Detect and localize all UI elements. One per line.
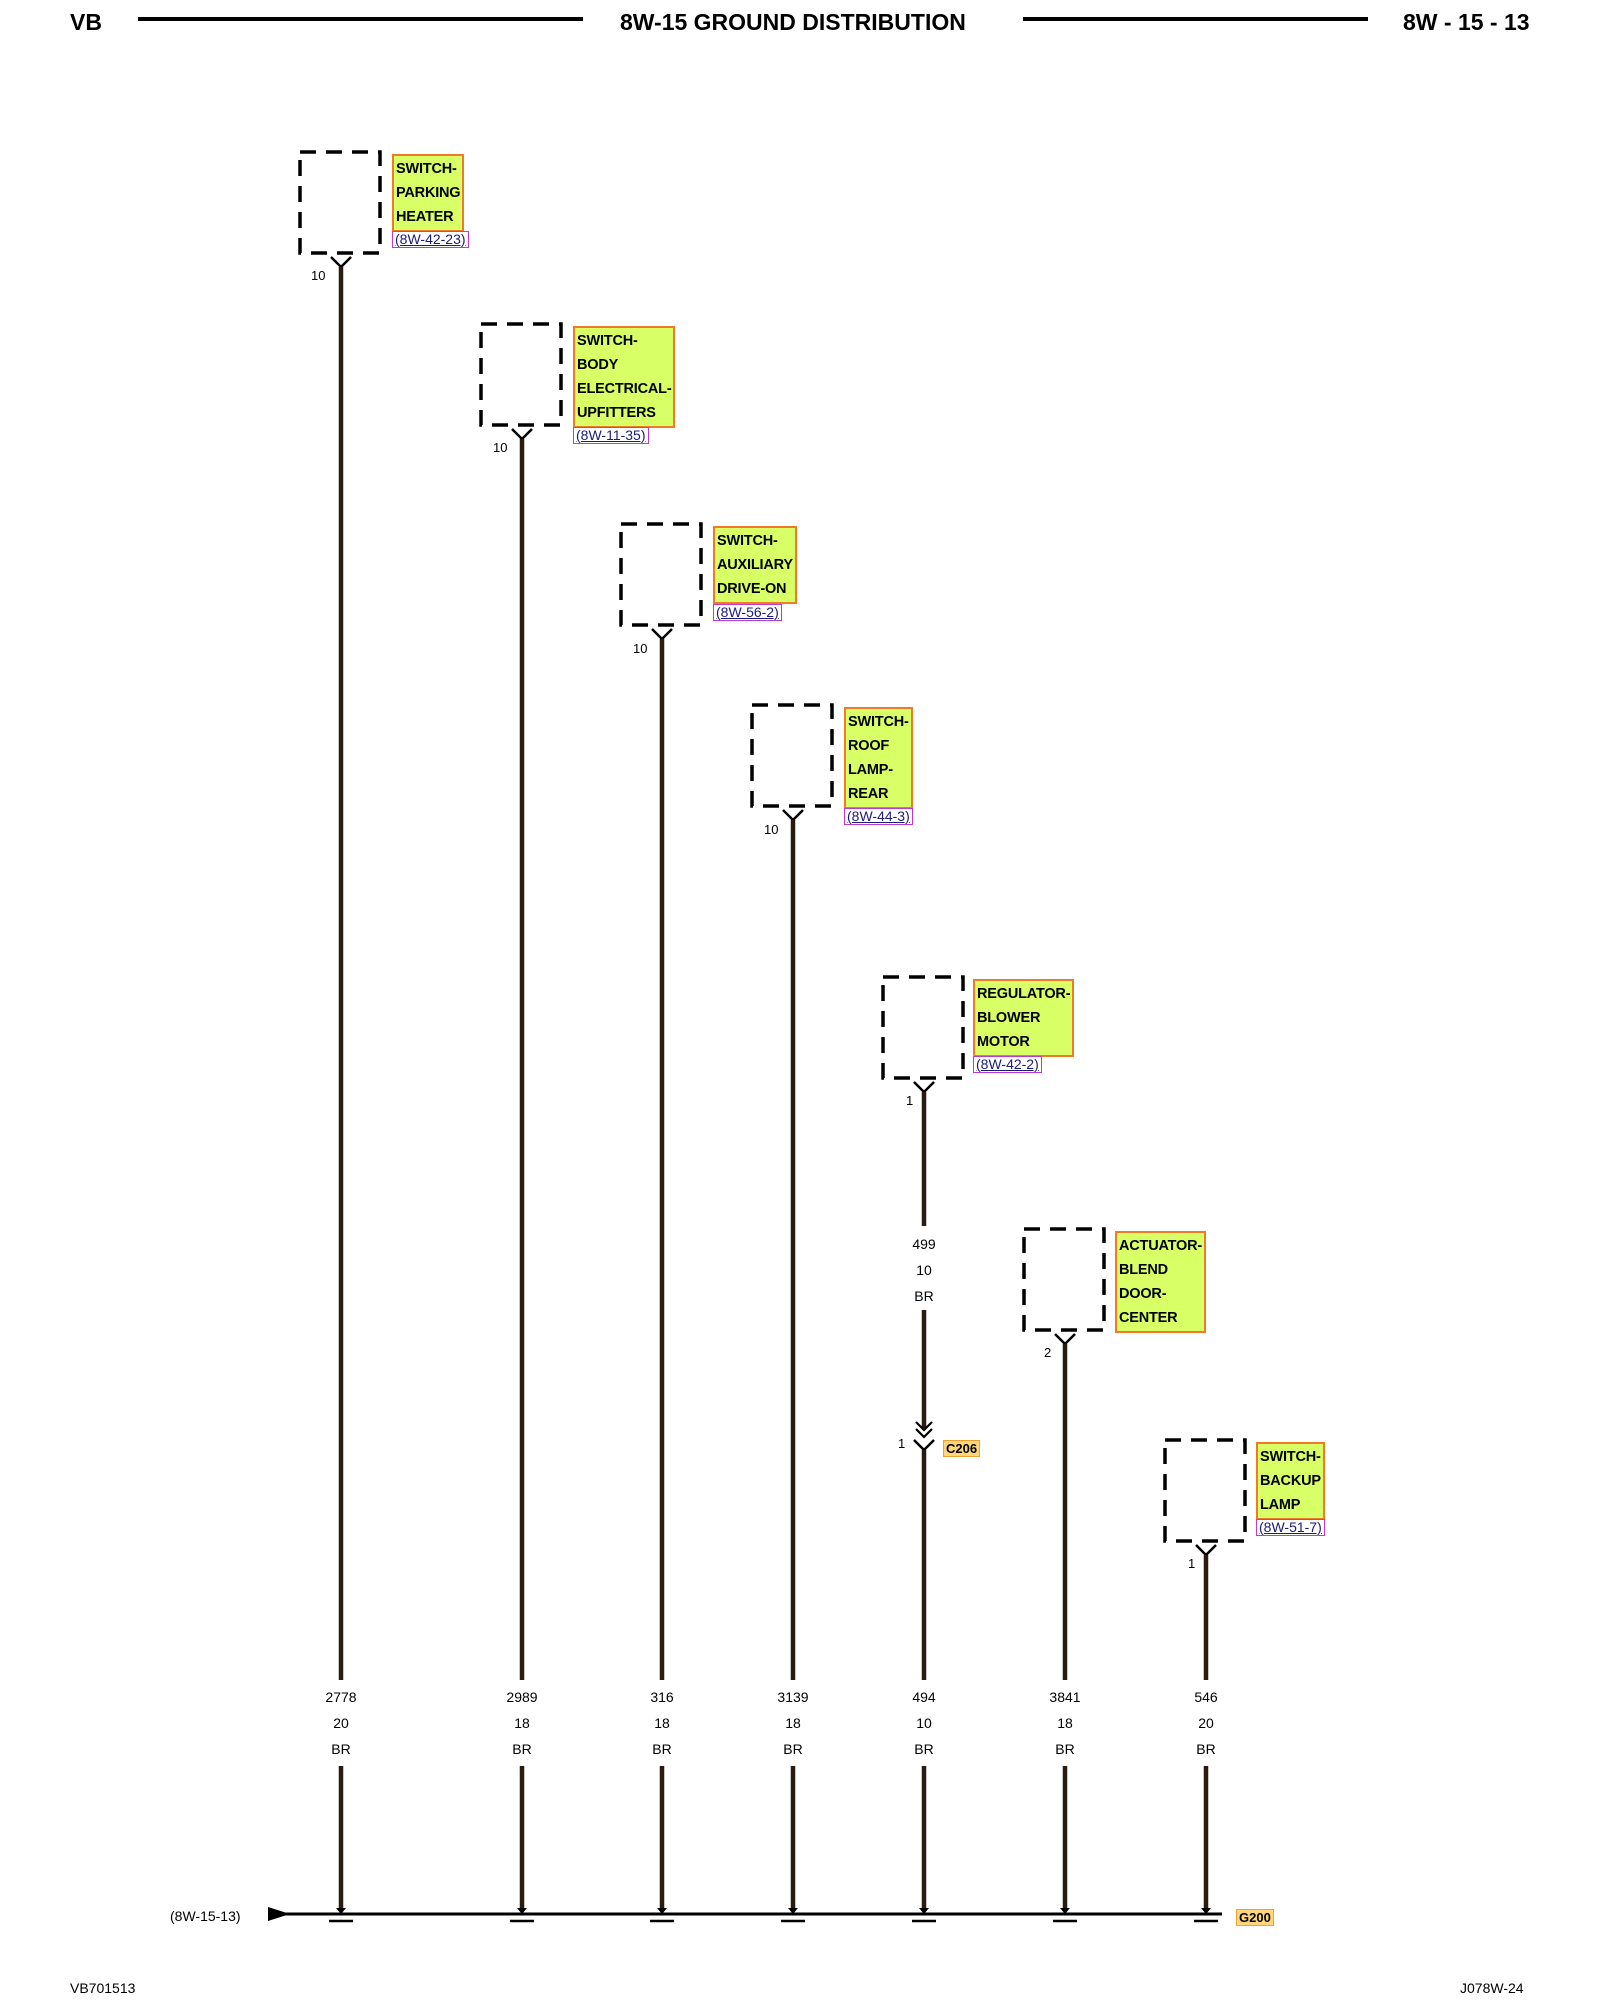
reference-link-blower-motor-regulator[interactable]: (8W-42-2): [973, 1056, 1042, 1073]
inline-connector-c206[interactable]: C206: [943, 1440, 981, 1457]
component-box: [619, 522, 703, 627]
terminal-symbol: [782, 809, 804, 822]
component-box: [1163, 1438, 1247, 1543]
bus-reference-link[interactable]: (8W-15-13): [170, 1908, 241, 1924]
page-title: 8W-15 GROUND DISTRIBUTION: [620, 9, 966, 35]
bus-arrow: [268, 1907, 290, 1921]
splice-marker: [1201, 1908, 1211, 1914]
component-box: [750, 703, 834, 808]
footer-right: J078W-24: [1460, 1980, 1524, 1996]
splice-marker: [517, 1908, 527, 1914]
component-box: [1022, 1227, 1106, 1332]
inline-connector-male-symbol: [915, 1421, 933, 1439]
pin-number: 10: [311, 268, 326, 283]
header-rule-right: [1023, 17, 1368, 21]
pin-number: 10: [764, 822, 779, 837]
splice-marker: [336, 1908, 346, 1914]
inline-connector-female-symbol: [913, 1439, 935, 1452]
splice-marker: [919, 1908, 929, 1914]
reference-link-parking-heater-switch[interactable]: (8W-42-23): [392, 231, 469, 248]
terminal-symbol: [1054, 1333, 1076, 1346]
reference-link-auxiliary-drive-on-switch[interactable]: (8W-56-2): [713, 604, 782, 621]
component-box: [298, 150, 382, 255]
terminal-symbol: [1195, 1544, 1217, 1557]
terminal-symbol: [913, 1081, 935, 1094]
terminal-symbol: [511, 428, 533, 441]
component-box: [479, 322, 563, 427]
reference-link-body-electrical-upfitters-switch[interactable]: (8W-11-35): [573, 427, 649, 444]
component-box: [881, 975, 965, 1080]
terminal-symbol: [330, 256, 352, 269]
pin-number: 10: [493, 440, 508, 455]
reference-link-backup-lamp-switch[interactable]: (8W-51-7): [1256, 1519, 1325, 1536]
footer-left: VB701513: [70, 1980, 136, 1996]
inline-connector-pin: 1: [898, 1436, 906, 1451]
page-number: 8W - 15 - 13: [1403, 9, 1530, 35]
pin-number: 1: [906, 1093, 914, 1108]
pin-number: 1: [1188, 1556, 1196, 1571]
ground-g200[interactable]: G200: [1236, 1909, 1274, 1926]
splice-marker: [1060, 1908, 1070, 1914]
reference-link-rear-roof-lamp-switch[interactable]: (8W-44-3): [844, 808, 913, 825]
splice-marker: [788, 1908, 798, 1914]
pin-number: 10: [633, 641, 648, 656]
header-left: VB: [70, 9, 102, 35]
header-rule-left: [138, 17, 583, 21]
pin-number: 2: [1044, 1345, 1052, 1360]
terminal-symbol: [651, 628, 673, 641]
splice-marker: [657, 1908, 667, 1914]
